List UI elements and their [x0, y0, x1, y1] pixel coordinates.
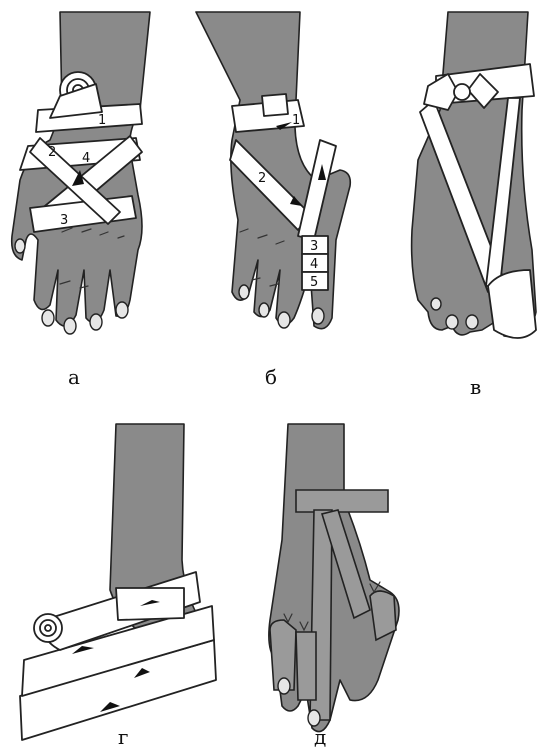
panel-b-turn-1: 1: [292, 113, 300, 128]
panel-b-caption: б: [265, 365, 277, 389]
panel-d-caption: д: [314, 725, 326, 749]
panel-a-caption: а: [68, 365, 80, 389]
panel-g-caption: г: [118, 725, 128, 749]
panel-g-ankle-bandage: [20, 424, 216, 740]
panel-b-turn-5: 5: [310, 275, 318, 290]
panel-v-caption: в: [470, 375, 481, 399]
panel-a-hand-bandage: [12, 12, 150, 334]
panel-a-turn-4: 4: [82, 151, 90, 166]
panel-a-turn-1: 1: [98, 113, 106, 128]
panel-b-turn-3: 3: [310, 239, 318, 254]
panel-d-hand-mesh-bandage: [269, 424, 399, 732]
panel-a-turn-3: 3: [60, 213, 68, 228]
panel-a-turn-2: 2: [48, 145, 56, 160]
panel-b-hand-bandage: [196, 12, 350, 329]
panel-b-turn-2: 2: [258, 171, 266, 186]
panel-b-turn-4: 4: [310, 257, 318, 272]
panel-v-foot-bandage: [412, 12, 536, 338]
